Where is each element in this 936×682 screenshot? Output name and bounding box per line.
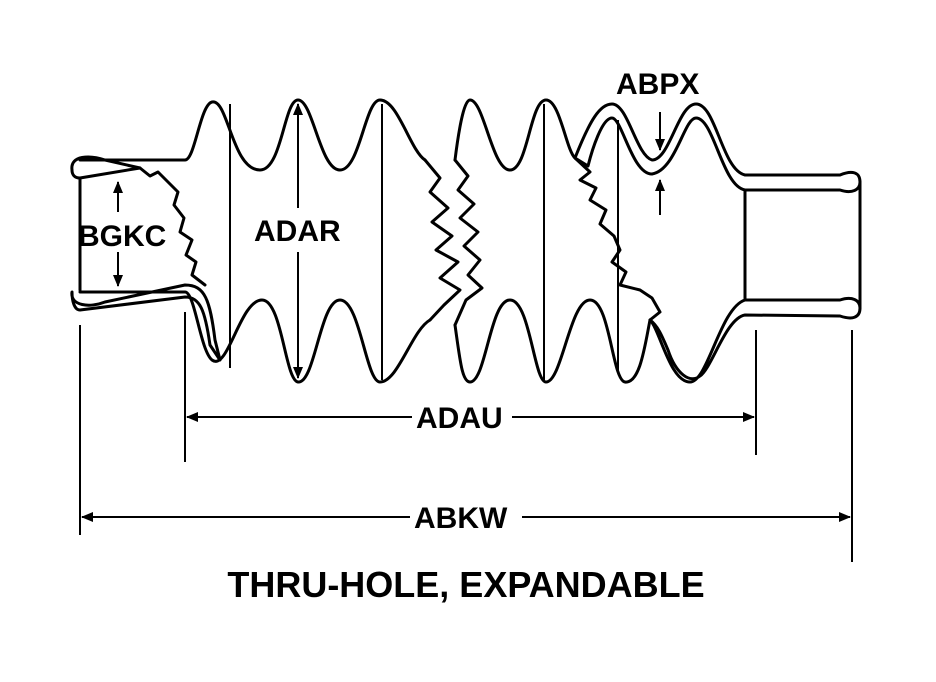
label-abkw: ABKW [414, 502, 508, 535]
dimension-bgkc: BGKC [78, 181, 166, 287]
dimension-abkw: ABKW [79, 325, 853, 562]
label-bgkc: BGKC [78, 220, 166, 253]
label-adau: ADAU [416, 402, 503, 435]
dimension-adar: ADAR [254, 103, 341, 379]
dimension-abpx: ABPX [616, 68, 699, 215]
label-adar: ADAR [254, 215, 341, 248]
dimension-adau: ADAU [184, 312, 757, 462]
diagram-caption: THRU-HOLE, EXPANDABLE [227, 564, 704, 605]
label-abpx: ABPX [616, 68, 699, 101]
bellows-outline [70, 98, 862, 384]
